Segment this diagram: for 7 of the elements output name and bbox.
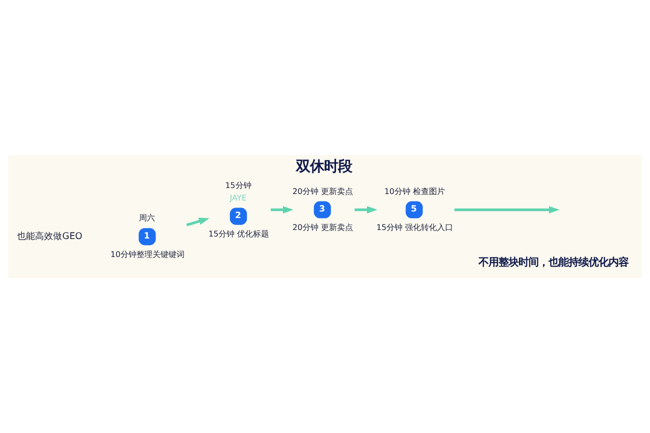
- arrow: [454, 206, 560, 214]
- label: 不用整块时间，也能持续优化内容: [478, 256, 629, 268]
- arrow: [354, 206, 378, 214]
- arrow: [186, 218, 210, 226]
- arrow: [270, 206, 294, 214]
- diagram-title: 双休时段: [296, 159, 352, 176]
- label: 也能高效做GEO: [17, 231, 82, 242]
